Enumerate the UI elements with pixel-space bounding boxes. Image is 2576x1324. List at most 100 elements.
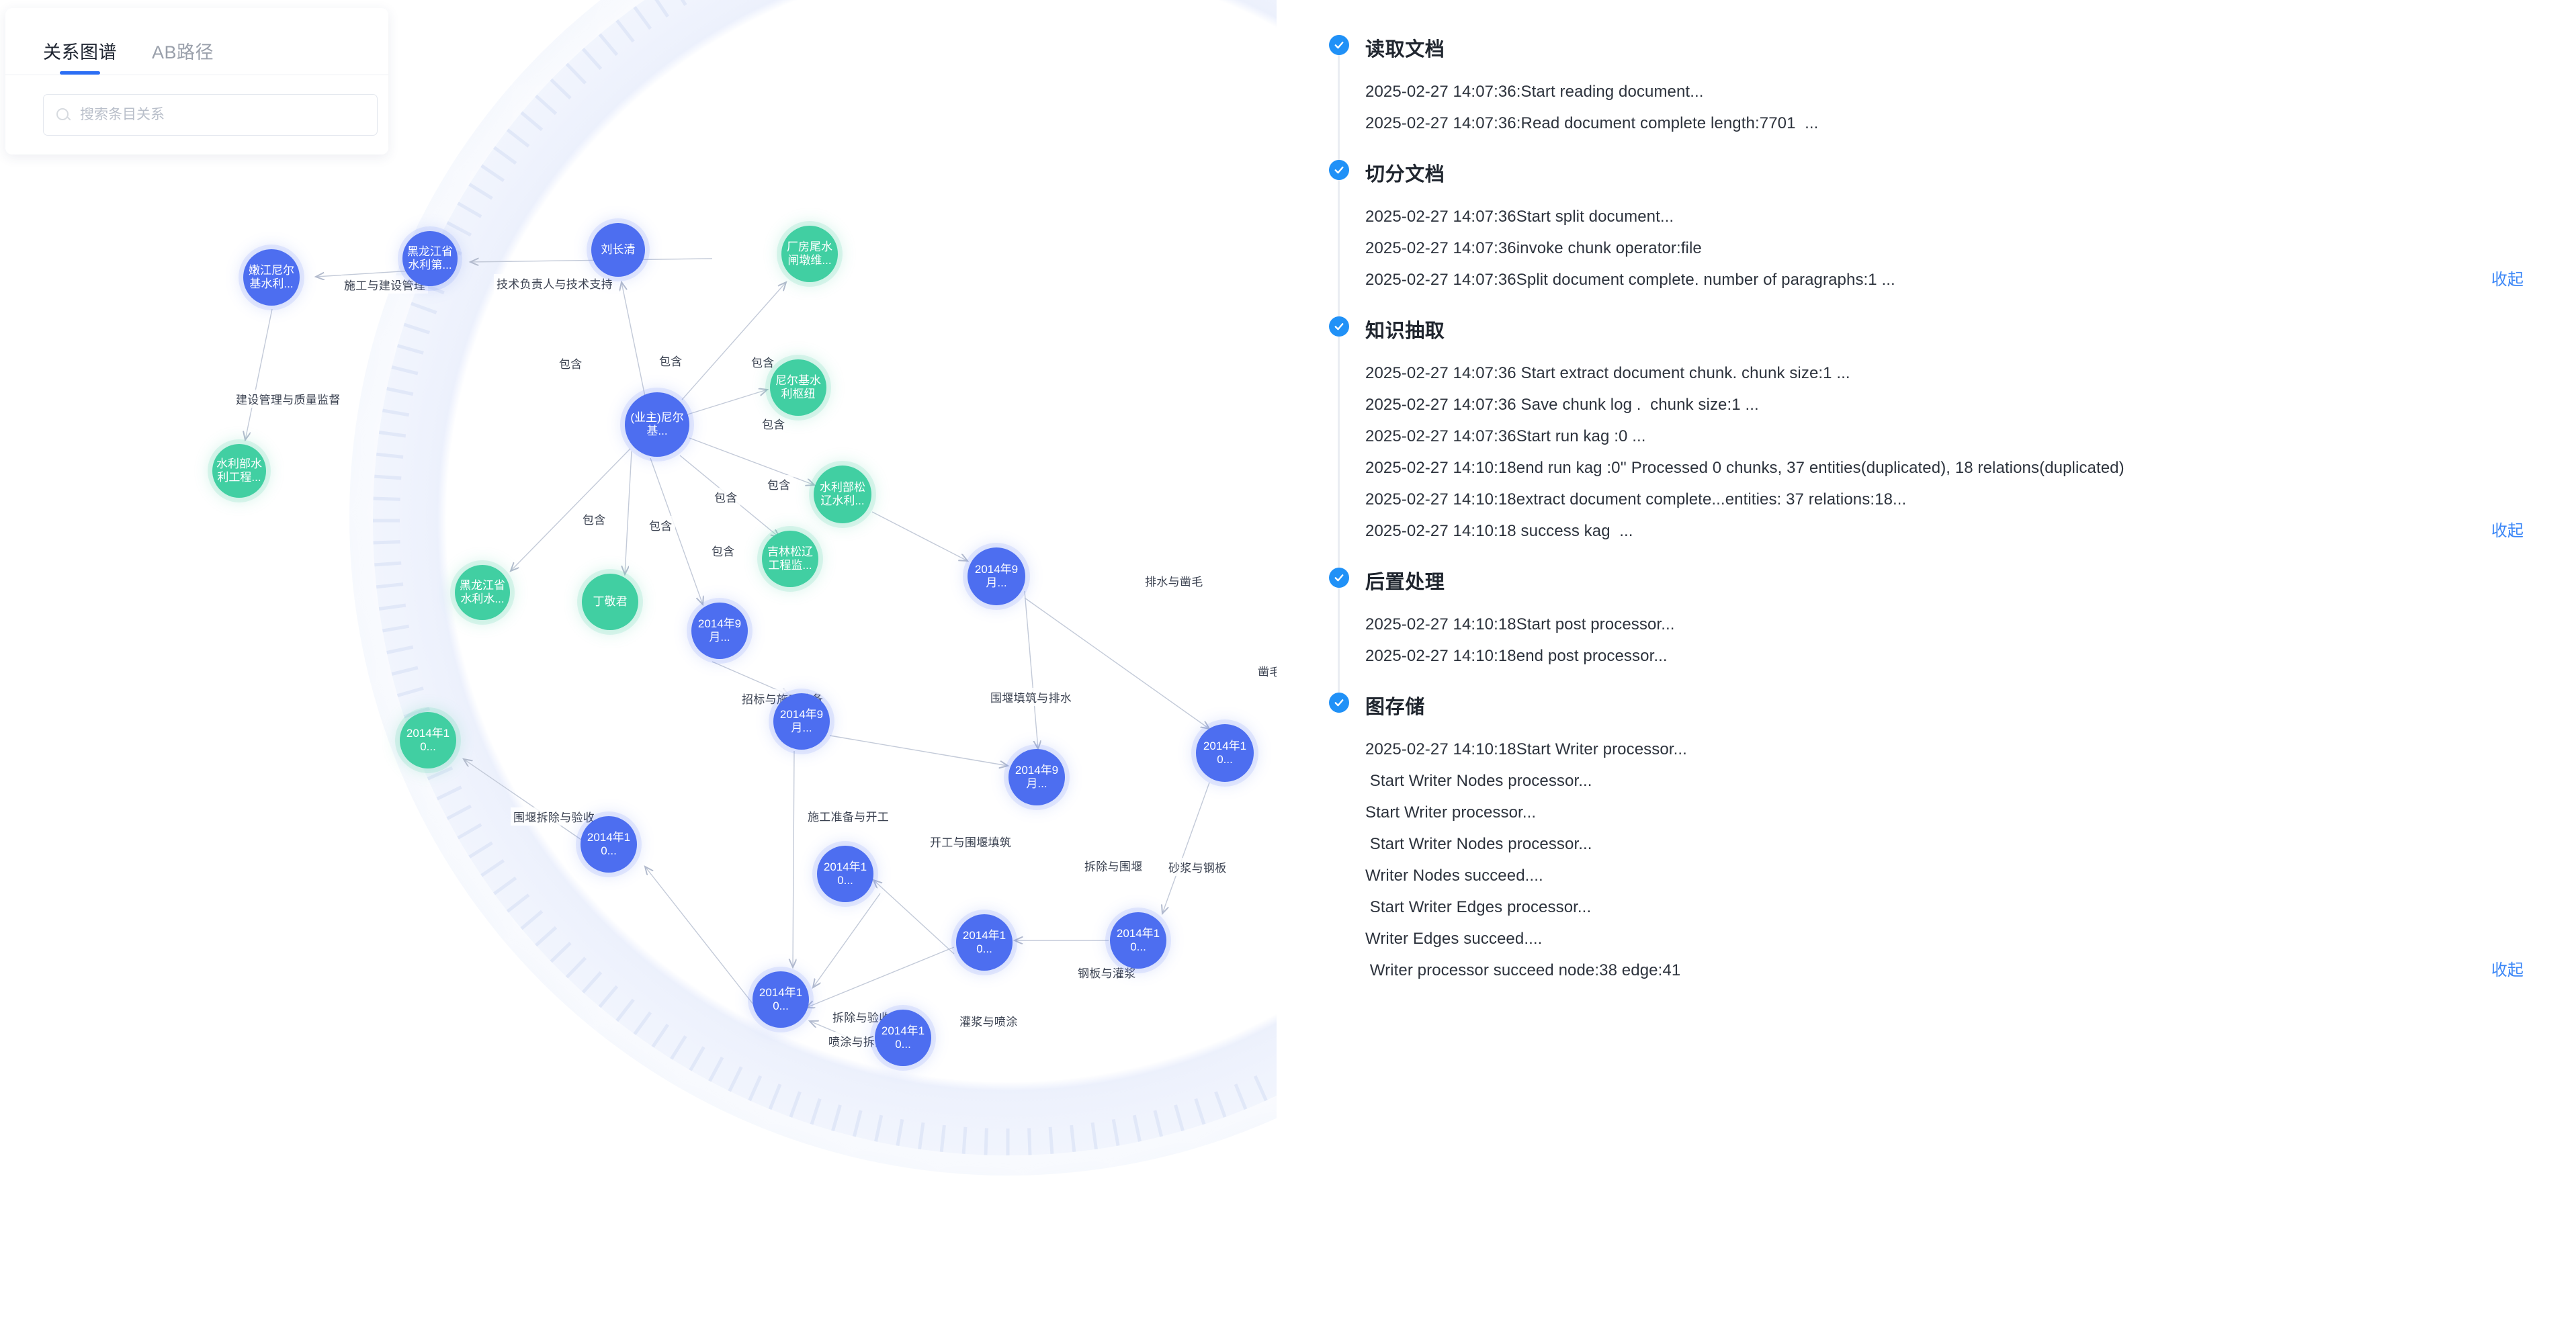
search-box[interactable] xyxy=(43,94,378,136)
graph-node[interactable]: 尼尔基水利枢纽 xyxy=(770,359,826,416)
log-text: 2025-02-27 14:07:36Start split document.… xyxy=(1365,208,1674,226)
graph-edge-label: 包含 xyxy=(759,414,788,433)
relation-graph-panel[interactable]: 嫩江尼尔基水利... 黑龙江省水利第... 刘长清 厂房尾水闸墩维... 水利部水利工程… xyxy=(0,0,1277,1303)
log-text: 2025-02-27 14:10:18end post processor... xyxy=(1365,647,1668,665)
graph-node-label: 2014年10... xyxy=(962,928,1006,955)
graph-node-label: 2014年9月... xyxy=(974,562,1019,589)
graph-node[interactable]: 黑龙江省水利第... xyxy=(402,231,458,286)
search-area xyxy=(5,75,388,136)
ring-ticks xyxy=(373,0,1268,1155)
graph-node[interactable]: 嫩江尼尔基水利... xyxy=(243,249,300,306)
graph-node[interactable]: 2014年10... xyxy=(875,1010,931,1066)
timeline-step-logs: 2025-02-27 14:07:36 Start extract docume… xyxy=(1365,358,2524,566)
log-text: Start Writer Edges processor... xyxy=(1365,898,1592,916)
log-text: Start Writer Nodes processor... xyxy=(1365,772,1592,790)
graph-node-label: 2014年10... xyxy=(1116,926,1160,953)
check-circle-icon xyxy=(1329,693,1349,713)
graph-node[interactable]: 2014年10... xyxy=(1196,724,1254,782)
graph-node[interactable]: 水利部松辽水利... xyxy=(814,466,871,523)
log-line: 2025-02-27 14:07:36:Read document comple… xyxy=(1365,108,2524,140)
log-text: 2025-02-27 14:07:36 Save chunk log . chu… xyxy=(1365,396,1759,414)
graph-node[interactable]: 2014年9月... xyxy=(968,547,1025,605)
timeline-step-title: 知识抽取 xyxy=(1365,320,1445,342)
graph-node-label: 嫩江尼尔基水利... xyxy=(249,263,294,290)
graph-node-label: 2014年9月... xyxy=(697,617,742,644)
graph-node[interactable]: 2014年9月... xyxy=(1008,749,1065,805)
graph-control-card: 关系图谱 AB路径 xyxy=(5,8,388,155)
log-line: 2025-02-27 14:10:18Start Writer processo… xyxy=(1365,734,2524,766)
graph-node-label: 2014年10... xyxy=(1203,739,1247,766)
graph-node[interactable]: 水利部水利工程... xyxy=(212,444,266,498)
graph-node-label: 黑龙江省水利水... xyxy=(460,578,505,605)
timeline-step-title: 图存储 xyxy=(1365,697,1425,718)
search-input[interactable] xyxy=(80,107,365,123)
graph-node-label: 尼尔基水利枢纽 xyxy=(775,373,821,400)
log-line: Start Writer Nodes processor... xyxy=(1365,829,2524,860)
graph-node-label: 厂房尾水闸墩维... xyxy=(787,240,832,267)
log-line: 2025-02-27 14:07:36Start run kag :0 ... xyxy=(1365,421,2524,453)
timeline-step: 知识抽取 2025-02-27 14:07:36 Start extract do… xyxy=(1325,315,2524,572)
graph-tabs: 关系图谱 AB路径 xyxy=(5,8,388,75)
graph-node[interactable]: 丁敬君 xyxy=(582,574,638,630)
tab-ab-path[interactable]: AB路径 xyxy=(152,38,214,75)
graph-edge-label: 包含 xyxy=(556,354,585,372)
graph-node[interactable]: 2014年9月... xyxy=(691,603,748,659)
graph-node-label: 水利部水利工程... xyxy=(216,457,262,484)
graph-edge-label: 凿毛与砂浆 xyxy=(1255,662,1277,680)
tab-relation-graph[interactable]: 关系图谱 xyxy=(43,38,117,75)
graph-node-label: (业主)尼尔基... xyxy=(630,410,684,437)
graph-node-label: 2014年10... xyxy=(759,985,803,1012)
graph-node[interactable]: 厂房尾水闸墩维... xyxy=(781,226,838,282)
log-line: 2025-02-27 14:07:36Start split document.… xyxy=(1365,202,2524,233)
log-text: 2025-02-27 14:07:36Start run kag :0 ... xyxy=(1365,427,1646,445)
graph-node-label: 2014年9月... xyxy=(779,707,824,734)
graph-edge-label: 包含 xyxy=(748,353,777,371)
graph-node[interactable]: 2014年10... xyxy=(956,914,1013,971)
graph-edge-label: 包含 xyxy=(656,351,685,369)
timeline-step-logs: 2025-02-27 14:10:18Start Writer processo… xyxy=(1365,734,2524,1006)
collapse-link[interactable]: 收起 xyxy=(2491,271,2524,289)
graph-node[interactable]: 2014年10... xyxy=(400,712,456,768)
timeline-step-logs: 2025-02-27 14:07:36:Start reading docume… xyxy=(1365,77,2524,159)
graph-node[interactable]: 2014年9月... xyxy=(773,693,830,750)
graph-edge-label: 包含 xyxy=(712,488,740,506)
graph-node[interactable]: 2014年10... xyxy=(1110,912,1166,969)
graph-edge-label: 技术负责人与技术支持 xyxy=(494,274,615,292)
graph-node[interactable]: (业主)尼尔基... xyxy=(625,392,689,457)
graph-node[interactable]: 黑龙江省水利水... xyxy=(455,565,510,620)
log-text: Writer processor succeed node:38 edge:41 xyxy=(1365,961,1681,979)
timeline-step: 后置处理 2025-02-27 14:10:18Start post proces… xyxy=(1325,566,2524,697)
timeline-step-header: 图存储 xyxy=(1365,691,2524,719)
graph-node[interactable]: 2014年10... xyxy=(817,846,873,902)
log-text: 2025-02-27 14:07:36:Start reading docume… xyxy=(1365,83,1704,101)
log-line: Start Writer Edges processor... xyxy=(1365,892,2524,924)
collapse-link[interactable]: 收起 xyxy=(2491,961,2524,979)
log-line: 2025-02-27 14:10:18Start post processor.… xyxy=(1365,609,2524,641)
check-circle-icon xyxy=(1329,35,1349,55)
graph-node[interactable]: 刘长清 xyxy=(591,223,645,277)
log-text: 2025-02-27 14:10:18extract document comp… xyxy=(1365,490,1907,509)
graph-node-label: 2014年9月... xyxy=(1015,763,1059,790)
timeline-step-title: 读取文档 xyxy=(1365,39,1445,60)
graph-node[interactable]: 2014年10... xyxy=(753,971,809,1028)
log-text: 2025-02-27 14:07:36Split document comple… xyxy=(1365,271,1895,289)
graph-edge-label: 围堰填筑与排水 xyxy=(988,688,1075,706)
graph-node[interactable]: 吉林松辽工程监... xyxy=(762,531,818,587)
graph-node-label: 2014年10... xyxy=(406,726,450,753)
graph-node-label: 2014年10... xyxy=(587,830,631,857)
graph-node[interactable]: 2014年10... xyxy=(581,816,637,873)
graph-node-label: 刘长清 xyxy=(601,242,636,256)
collapse-link[interactable]: 收起 xyxy=(2491,522,2524,540)
timeline-step-logs: 2025-02-27 14:10:18Start post processor.… xyxy=(1365,609,2524,691)
graph-edge-label: 包含 xyxy=(765,475,793,493)
timeline-step-header: 后置处理 xyxy=(1365,566,2524,594)
timeline-step: 图存储 2025-02-27 14:10:18Start Writer proce… xyxy=(1325,691,2524,1006)
timeline-step: 读取文档 2025-02-27 14:07:36:Start reading do… xyxy=(1325,34,2524,164)
tab-relation-graph-label: 关系图谱 xyxy=(43,42,117,62)
log-line: 2025-02-27 14:07:36invoke chunk operator… xyxy=(1365,233,2524,265)
log-text: 2025-02-27 14:07:36:Read document comple… xyxy=(1365,114,1819,132)
graph-node-label: 吉林松辽工程监... xyxy=(767,545,813,572)
check-circle-icon xyxy=(1329,316,1349,337)
log-text: 2025-02-27 14:10:18 success kag ... xyxy=(1365,522,1633,540)
